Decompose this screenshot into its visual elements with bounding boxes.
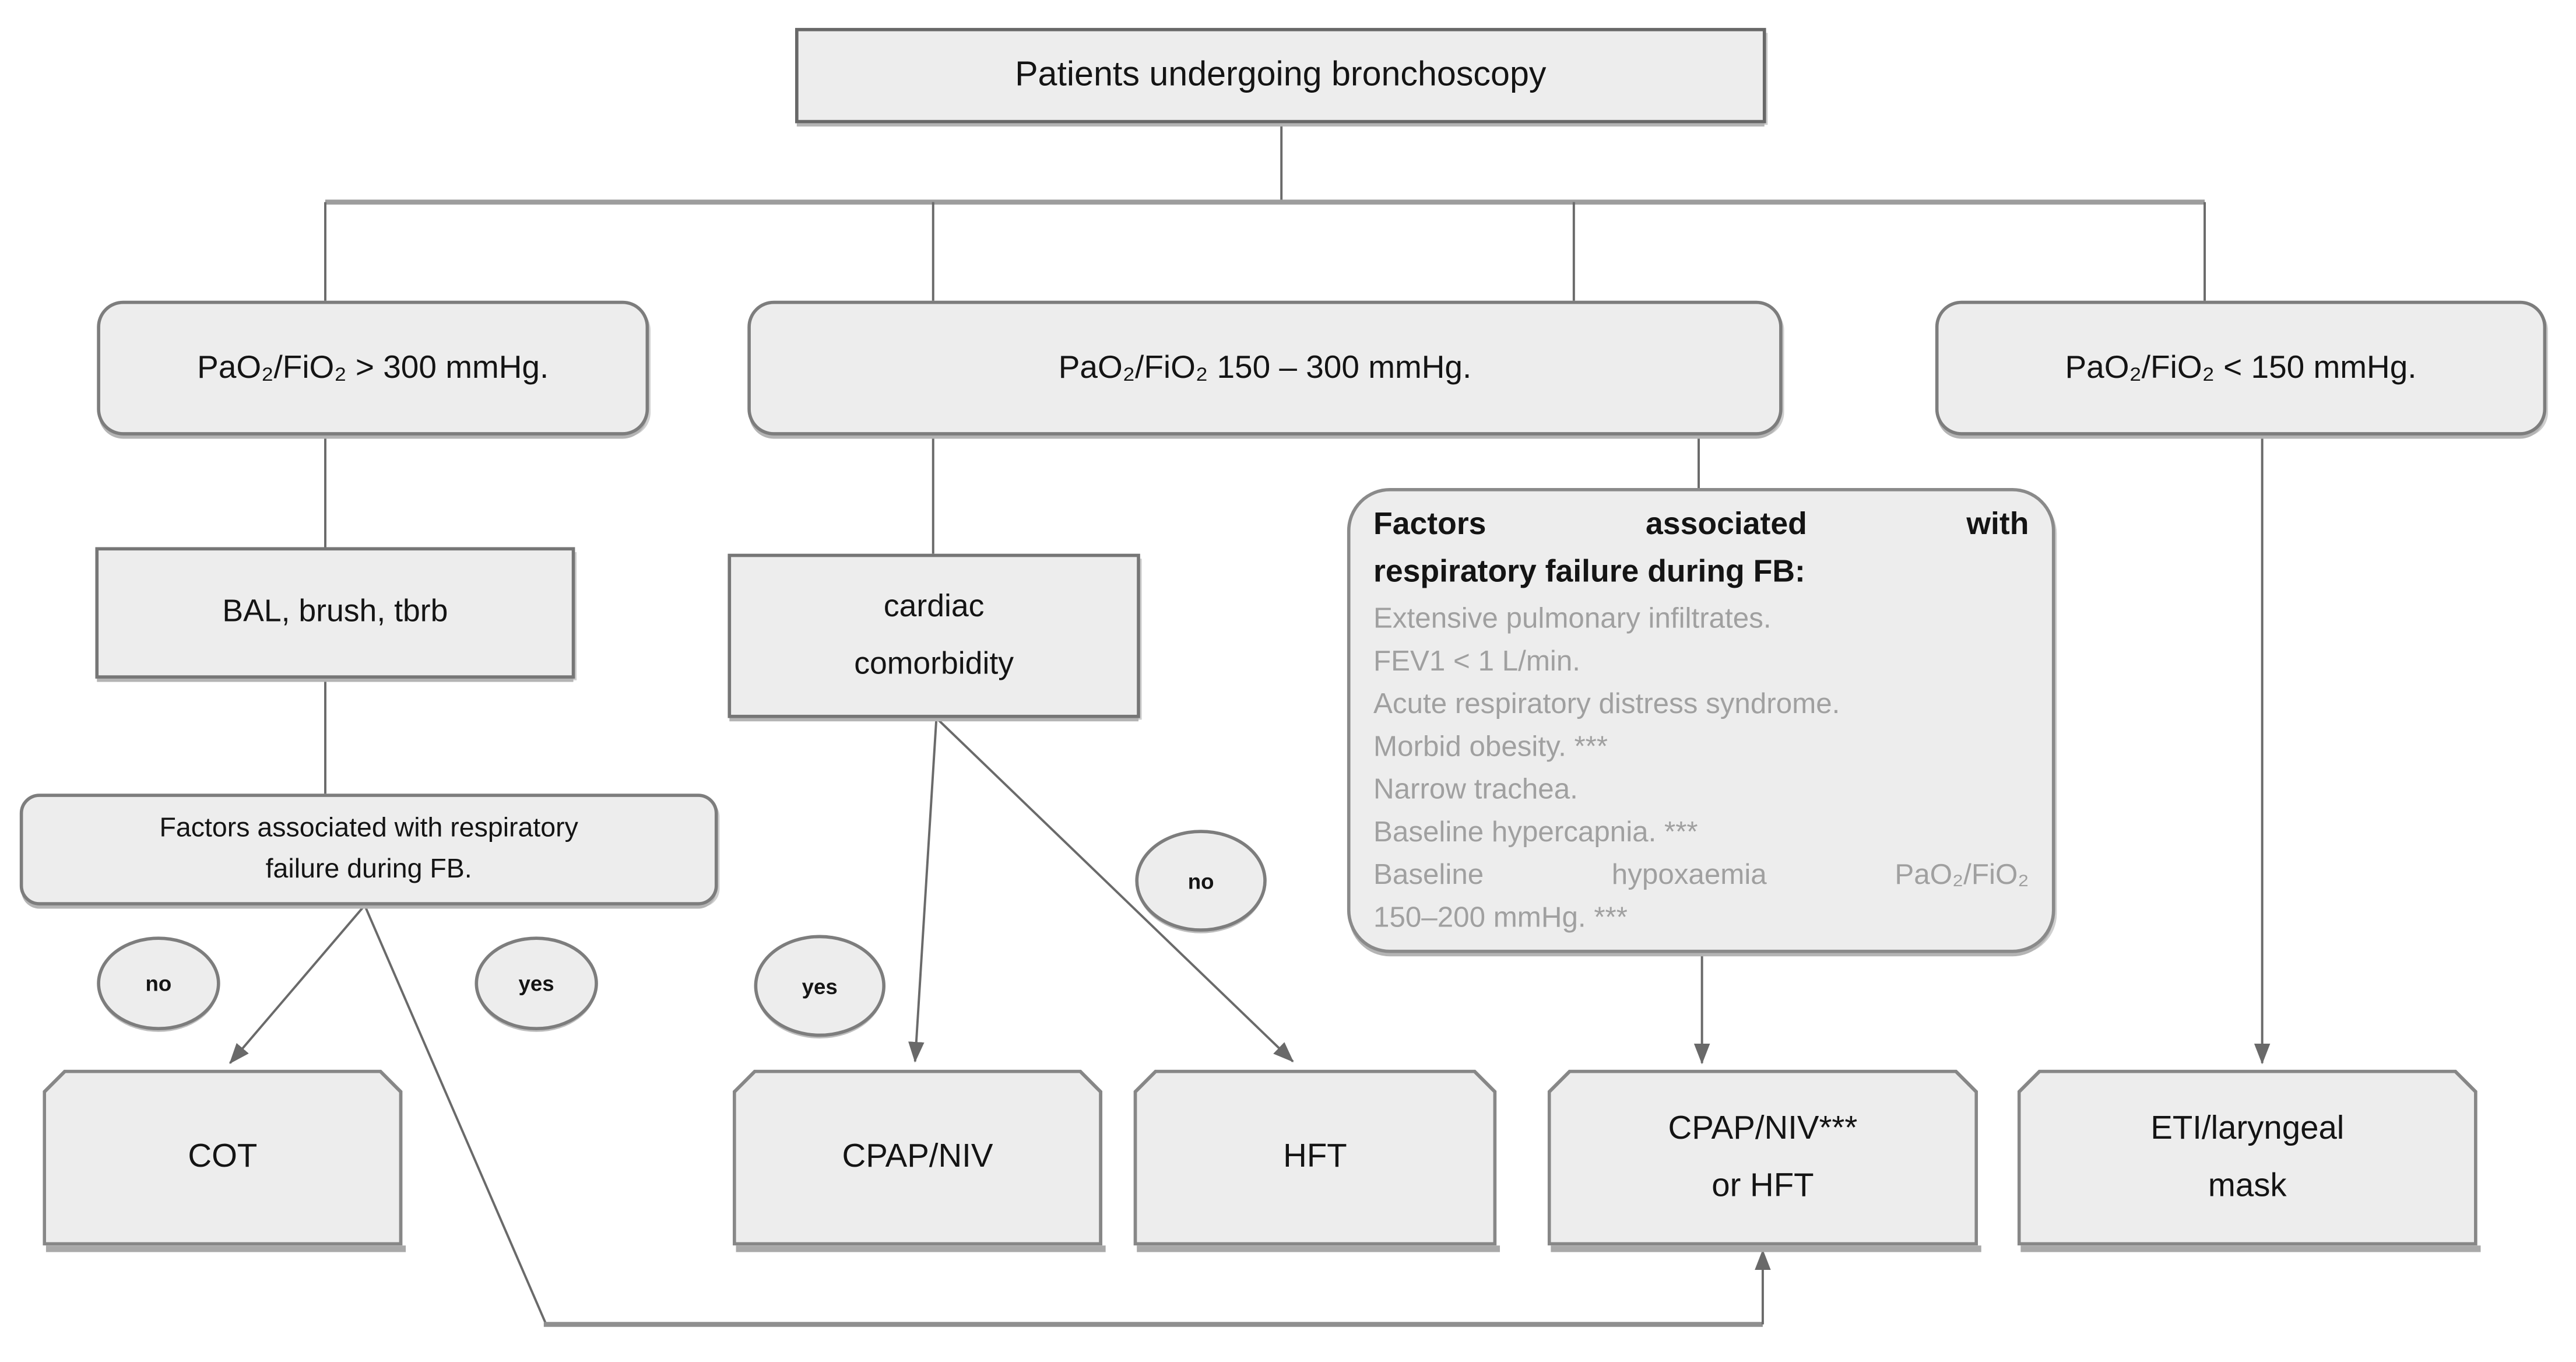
node-root: Patients undergoing bronchoscopy <box>795 27 1766 124</box>
node-condition-pf-150-300: PaO₂/FiO₂ 150 – 300 mmHg. <box>747 300 1783 436</box>
edge-cardiac-to-hft <box>936 717 1294 1062</box>
outcome-label: COT <box>188 1139 258 1175</box>
outcome-label-line1: CPAP/NIV*** <box>1668 1110 1858 1146</box>
factor-item: Narrow trachea. <box>1373 772 1578 805</box>
edge-label-yes-left: yes <box>475 936 598 1031</box>
edge-label-text: yes <box>518 971 554 996</box>
edge-factors-to-cot <box>229 904 366 1064</box>
node-root-label: Patients undergoing bronchoscopy <box>1015 55 1547 94</box>
factor-item: FEV1 < 1 L/min. <box>1373 644 1581 678</box>
process-label-line2: comorbidity <box>854 647 1014 682</box>
node-outcome-cot: COT <box>43 1070 406 1252</box>
edge-label-no-mid: no <box>1135 830 1267 932</box>
node-condition-pf-over-300: PaO₂/FiO₂ > 300 mmHg. <box>97 300 649 436</box>
node-cardiac-comorbidity: cardiac comorbidity <box>728 553 1140 718</box>
node-outcome-cpap-niv: CPAP/NIV <box>733 1070 1106 1252</box>
edge-label-yes-mid: yes <box>754 935 886 1037</box>
process-label: BAL, brush, tbrb <box>222 595 448 630</box>
condition-label: PaO₂/FiO₂ 150 – 300 mmHg. <box>1058 349 1472 385</box>
node-condition-pf-under-150: PaO₂/FiO₂ < 150 mmHg. <box>1935 300 2547 436</box>
factors-big-title-line2: respiratory failure during FB: <box>1373 555 1805 590</box>
node-factors-big: Factors associated with respiratory fail… <box>1347 488 2055 953</box>
factor-item: Baseline hypoxaemia PaO₂/FiO₂ <box>1373 858 2029 891</box>
factors-big-title-line1: Factors associated with <box>1373 507 2029 543</box>
factors-small-line2: failure during FB. <box>265 854 472 884</box>
node-outcome-hft: HFT <box>1134 1070 1500 1252</box>
condition-label: PaO₂/FiO₂ < 150 mmHg. <box>2065 349 2417 385</box>
edge-label-text: yes <box>802 973 838 999</box>
node-factors-small: Factors associated with respiratory fail… <box>19 794 718 905</box>
factor-item: Baseline hypercapnia. *** <box>1373 815 1698 848</box>
outcome-label: CPAP/NIV <box>842 1139 993 1175</box>
factor-item: Acute respiratory distress syndrome. <box>1373 687 1840 720</box>
factor-item: Extensive pulmonary infiltrates. <box>1373 601 1772 634</box>
factor-item: Morbid obesity. *** <box>1373 729 1608 763</box>
outcome-label-line1: ETI/laryngeal <box>2150 1110 2345 1146</box>
edge-cardiac-to-cpap <box>908 718 938 1063</box>
edge-label-text: no <box>1187 868 1214 893</box>
edge-label-no-left: no <box>97 936 220 1031</box>
factor-item: 150–200 mmHg. *** <box>1373 900 1628 933</box>
process-label-line1: cardiac <box>883 589 985 624</box>
outcome-label: HFT <box>1283 1139 1347 1175</box>
node-outcome-eti-laryngeal-mask: ETI/laryngeal mask <box>2018 1070 2481 1252</box>
outcome-label-line2: mask <box>2208 1167 2287 1204</box>
factors-small-line1: Factors associated with respiratory <box>159 813 578 844</box>
outcome-label-line2: or HFT <box>1712 1167 1814 1204</box>
node-outcome-cpap-niv-or-hft: CPAP/NIV*** or HFT <box>1548 1070 1981 1252</box>
edge-label-text: no <box>145 971 172 996</box>
condition-label: PaO₂/FiO₂ > 300 mmHg. <box>197 349 549 385</box>
edge-factors-feedback-diagonal <box>363 905 547 1324</box>
node-bal-brush-tbrb: BAL, brush, tbrb <box>95 547 575 679</box>
